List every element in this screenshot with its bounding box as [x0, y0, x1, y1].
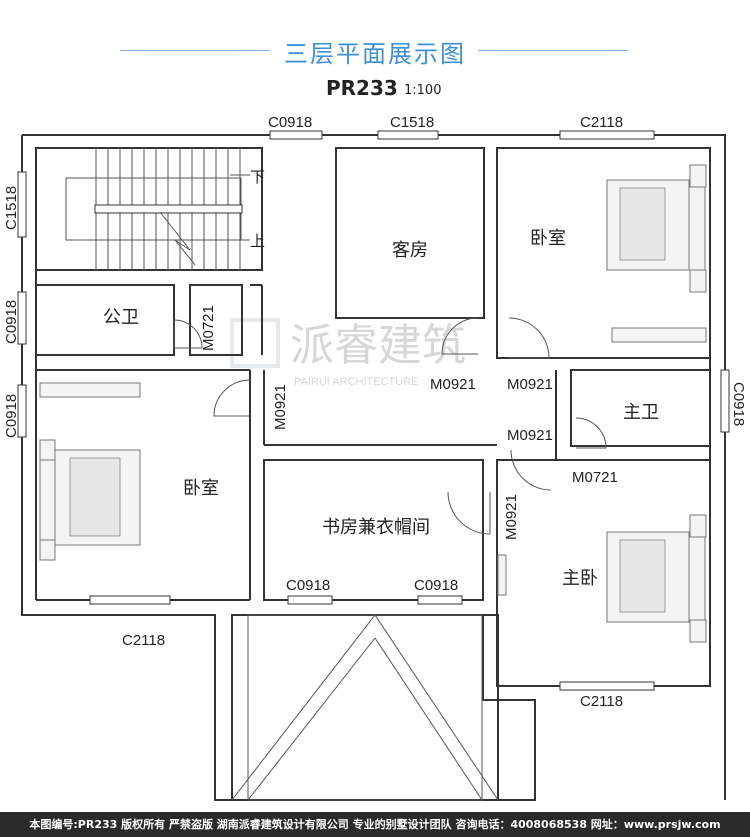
- window-label-top-mid: C1518: [390, 114, 434, 131]
- title-rule-right: [478, 50, 628, 51]
- window-label-left-mid: C0918: [3, 300, 20, 344]
- bed-master: [497, 514, 707, 643]
- stair-down-label: 下: [250, 169, 265, 186]
- window-top-left: [269, 130, 323, 140]
- page-title: 三层平面展示图: [284, 40, 466, 68]
- window-bottom-right: [559, 681, 655, 691]
- window-study-right: [417, 595, 463, 605]
- window-study-left: [287, 595, 333, 605]
- door-swing-bedroom-ne: [508, 317, 550, 359]
- window-label-left-low: C0918: [3, 394, 20, 438]
- watermark-logo-icon: [230, 318, 280, 368]
- window-label-top-left: C0918: [268, 114, 312, 131]
- window-top-mid: [377, 130, 439, 140]
- door-swing-master: [447, 491, 491, 535]
- window-top-right: [559, 130, 655, 140]
- doors: [173, 317, 607, 535]
- stair-up-label: 上: [250, 233, 265, 250]
- plan-code: PR233: [326, 76, 398, 100]
- door-label-master-bath: M0721: [572, 469, 618, 486]
- window-left-low: [17, 384, 27, 438]
- door-label-guest: M0921: [430, 376, 476, 393]
- door-swing-guest: [441, 317, 479, 355]
- watermark-subtext: PAIRUI ARCHITECTURE: [294, 376, 418, 388]
- window-label-study-right: C0918: [414, 577, 458, 594]
- room-master-bath: 主卫: [623, 402, 659, 422]
- window-label-bottom-left: C2118: [122, 632, 165, 649]
- windows: [17, 130, 730, 691]
- watermark-text: 派睿建筑: [290, 321, 466, 370]
- roof-below: [231, 614, 499, 801]
- watermark: 派睿建筑 PAIRUI ARCHITECTURE: [230, 318, 466, 388]
- room-public-bath: 公卫: [103, 307, 139, 327]
- window-bottom-left: [89, 595, 171, 605]
- door-label-bedroom-w: M0921: [272, 384, 289, 430]
- door-swing-master-bath: [575, 417, 607, 449]
- room-guest: 客房: [392, 240, 428, 260]
- header: 三层平面展示图 PR233 1:100: [0, 0, 750, 110]
- footer-banner: 本图编号:PR233 版权所有 严禁盗版 湖南派睿建筑设计有限公司 专业的别墅设…: [0, 812, 750, 837]
- staircase: 下 上: [65, 148, 265, 270]
- door-swing-bath: [173, 319, 203, 349]
- room-bedroom-ne: 卧室: [530, 228, 566, 248]
- room-master-bedroom: 主卧: [562, 568, 598, 588]
- door-label-bedroom-ne: M0921: [507, 376, 553, 393]
- window-label-right-mid: C0918: [730, 382, 747, 426]
- room-bedroom-w: 卧室: [183, 478, 219, 498]
- window-label-left-top: C1518: [3, 186, 20, 230]
- window-right-mid: [720, 369, 730, 433]
- door-label-master: M0921: [503, 494, 520, 540]
- door-label-corridor: M0921: [507, 427, 553, 444]
- bed-w: [39, 382, 141, 561]
- room-study-closet: 书房兼衣帽间: [322, 517, 430, 537]
- window-left-top: [17, 171, 27, 238]
- title-rule-left: [120, 50, 270, 51]
- footer-text: 本图编号:PR233 版权所有 严禁盗版 湖南派睿建筑设计有限公司 专业的别墅设…: [29, 818, 721, 831]
- window-label-top-right: C2118: [580, 114, 623, 131]
- window-label-bottom-right: C2118: [580, 693, 623, 710]
- door-swing-corridor: [510, 449, 552, 491]
- door-label-bath: M0721: [200, 305, 217, 351]
- plan-scale: 1:100: [404, 83, 442, 98]
- window-left-mid: [17, 291, 27, 345]
- floor-plan: 派睿建筑 PAIRUI ARCHITECTURE: [3, 114, 747, 801]
- bed-ne: [606, 164, 707, 343]
- window-label-study-left: C0918: [286, 577, 330, 594]
- door-swing-bedroom-w: [213, 379, 251, 417]
